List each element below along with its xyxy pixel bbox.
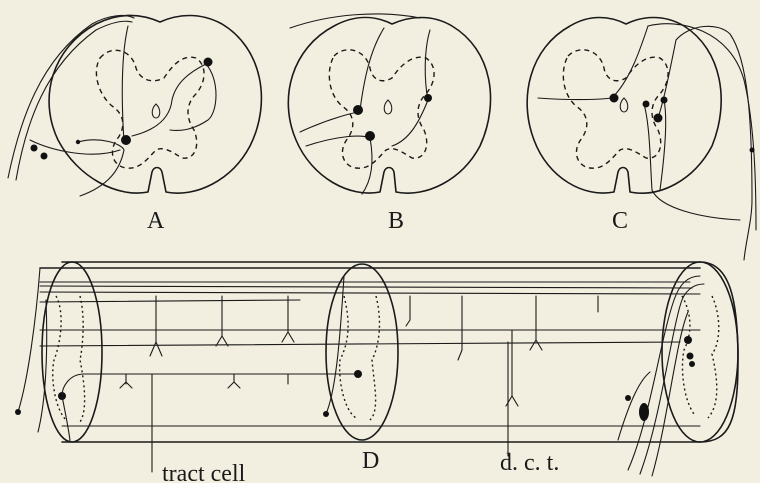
cord-outline-b: [288, 18, 490, 194]
panel-label-b: B: [388, 208, 404, 234]
cross-section-c: C: [527, 18, 756, 261]
segment-right: [662, 262, 738, 442]
gray-matter-b: [329, 50, 434, 168]
longitudinal-section: tract cell D d. c. t.: [15, 262, 738, 483]
neuron-cell-c3: [654, 114, 663, 123]
central-canal-b: [384, 100, 392, 114]
neuron-cell-c4: [661, 97, 668, 104]
central-canal-a: [152, 104, 160, 118]
central-canal-c: [620, 98, 628, 112]
panel-label-c: C: [612, 208, 628, 234]
neuron-cell-c1: [610, 94, 619, 103]
panel-label-a: A: [147, 208, 165, 234]
neuron-cell-a1: [121, 135, 131, 145]
gray-matter-c: [563, 50, 668, 168]
label-segment-d: D: [362, 448, 379, 474]
neuron-cell-c2: [643, 101, 650, 108]
cross-section-a: A: [8, 16, 261, 235]
neuron-cell-b3: [424, 94, 432, 102]
neuron-cell-a4: [41, 153, 48, 160]
neuron-cell-right1: [684, 336, 692, 344]
neuron-cell-a2: [204, 58, 213, 67]
cord-outline-c: [527, 18, 721, 194]
neuron-cell-b1: [353, 105, 363, 115]
cord-tube-outline: [62, 262, 738, 442]
neuron-cell-right2: [639, 403, 649, 421]
label-dct: d. c. t.: [500, 450, 559, 476]
segment-d: [326, 264, 398, 440]
label-tract-cell: tract cell: [162, 461, 246, 483]
neuron-cell-d1: [354, 370, 362, 378]
segment-left: [42, 262, 102, 442]
neuron-cell-a3: [31, 145, 38, 152]
neuron-cell-b2: [365, 131, 375, 141]
collateral-branches: [120, 296, 598, 406]
gray-matter-a: [96, 50, 204, 168]
cross-section-b: B: [288, 14, 490, 234]
